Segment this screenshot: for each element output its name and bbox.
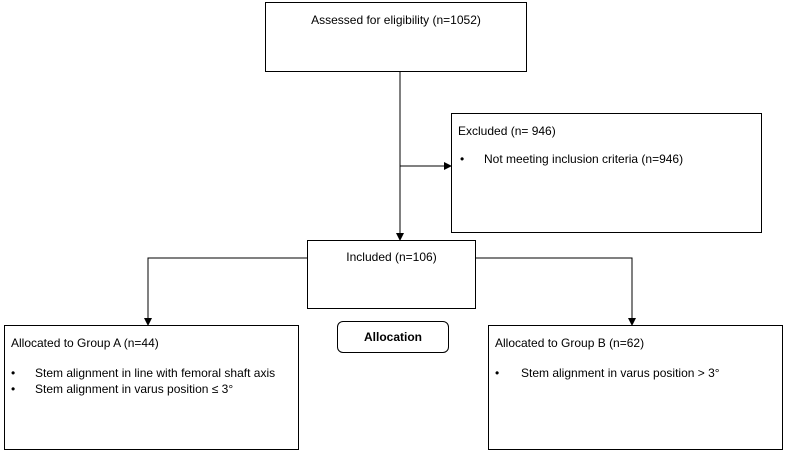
group-b-title: Allocated to Group B (n=62) xyxy=(495,336,645,350)
group-b-item: Stem alignment in varus position > 3° xyxy=(495,365,778,381)
arrow-included-to-group-b xyxy=(476,257,636,326)
group-b-list: Stem alignment in varus position > 3° xyxy=(495,365,778,381)
group-a-list: Stem alignment in line with femoral shaf… xyxy=(11,365,294,397)
assessed-box: Assessed for eligibility (n=1052) xyxy=(265,2,527,72)
allocation-label: Allocation xyxy=(337,321,449,353)
excluded-list: Not meeting inclusion criteria (n=946) xyxy=(458,151,761,167)
excluded-item: Not meeting inclusion criteria (n=946) xyxy=(458,151,761,167)
arrow-included-to-group-a xyxy=(144,257,307,326)
group-a-title: Allocated to Group A (n=44) xyxy=(11,336,159,350)
group-a-item: Stem alignment in line with femoral shaf… xyxy=(11,365,294,381)
included-title: Included (n=106) xyxy=(346,250,437,264)
group-b-box: Allocated to Group B (n=62) Stem alignme… xyxy=(488,325,783,450)
group-a-item: Stem alignment in varus position ≤ 3° xyxy=(11,381,294,397)
group-a-box: Allocated to Group A (n=44) Stem alignme… xyxy=(4,325,299,450)
included-box: Included (n=106) xyxy=(307,240,476,309)
excluded-box: Excluded (n= 946) Not meeting inclusion … xyxy=(451,113,762,233)
excluded-title: Excluded (n= 946) xyxy=(458,124,556,138)
assessed-title: Assessed for eligibility (n=1052) xyxy=(311,13,481,27)
